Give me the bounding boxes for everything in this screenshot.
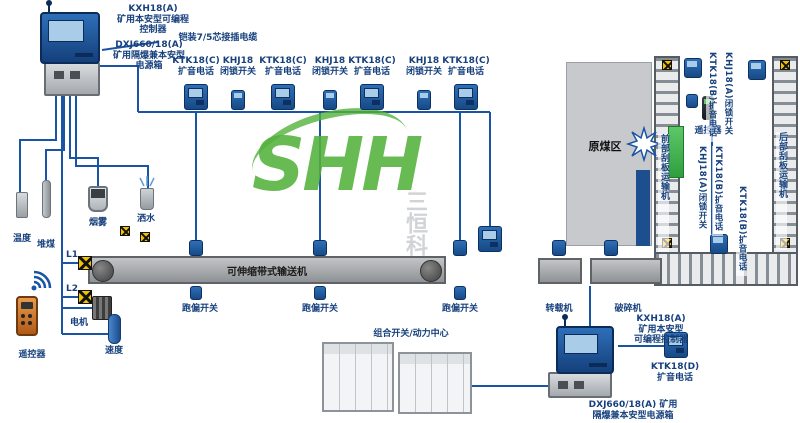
line1-label: L1 <box>66 250 78 260</box>
nozzle-hazard-icon <box>120 226 130 236</box>
power-box <box>548 372 612 398</box>
power-box-label: DXJ660/18(A) 矿用隔爆兼本安型 电源箱 <box>112 40 185 71</box>
coal-pile-label: 堆煤 <box>36 240 55 250</box>
transfer-conveyor <box>538 258 582 284</box>
lock-switch-label: KHJ18 闭锁开关 <box>405 56 442 77</box>
loudspeaker-phone-icon <box>684 58 702 78</box>
smoke-label: 烟雾 <box>88 218 107 228</box>
antenna-icon <box>562 314 568 328</box>
cable-label: 铠装7/5芯接插电缆 <box>178 33 258 43</box>
crusher-conveyor <box>590 258 662 284</box>
loudspeaker-phone-icon <box>664 332 688 358</box>
controller-label: KXH18(A) 矿用本安型可编程 控制器 <box>116 4 189 35</box>
loudspeaker-phone-icon <box>454 84 478 110</box>
phone-label: KTK18(D) 扩音电话 <box>650 362 700 383</box>
transfer-label: 转载机 <box>545 304 573 314</box>
lock-switch-label: KHJ18 闭锁开关 <box>219 56 256 77</box>
loudspeaker-phone-icon <box>184 84 208 110</box>
conveyor-hazard-icon <box>662 60 672 70</box>
loudspeaker-phone-icon <box>748 60 766 80</box>
spray-label: 洒水 <box>136 214 155 224</box>
lock-switch-icon <box>686 94 698 108</box>
lock-switch-icon <box>323 90 337 110</box>
crusher-label: 破碎机 <box>614 304 642 314</box>
programmable-controller <box>556 314 614 374</box>
phone-label-vertical: KTK18(B)扩音电话 <box>712 146 723 236</box>
lock-switch-label: KHJ18 闭锁开关 <box>311 56 348 77</box>
controller-label: KXH18(A) 矿用本安型 可编程控制器 <box>633 314 688 345</box>
coal-pile-sensor-icon <box>42 180 51 218</box>
speed-label: 速度 <box>104 346 123 356</box>
switch-cabinet <box>398 352 472 414</box>
coal-chute <box>636 170 650 246</box>
temperature-label: 温度 <box>12 234 31 244</box>
combo-center-label: 组合开关/动力中心 <box>373 329 449 339</box>
pull-station-hazard-icon <box>78 256 92 270</box>
loudspeaker-phone-icon <box>478 226 502 252</box>
phone-label-vertical: KTK18(B)扩音电话 <box>736 186 747 276</box>
blast-icon <box>626 126 662 162</box>
deviation-switch-label: 跑偏开关 <box>441 304 478 314</box>
phone-label: KTK18(C) 扩音电话 <box>172 56 220 77</box>
programmable-controller <box>40 0 100 64</box>
power-box-label: DXJ660/18(A) 矿用 隔爆兼本安型电源箱 <box>588 400 678 421</box>
belt-conveyor-label: 可伸缩带式输送机 <box>227 266 307 278</box>
deviation-switch-icon <box>190 286 202 300</box>
motor-label: 电机 <box>69 318 88 328</box>
rear-conveyor-label: 后部刮板运输机 <box>776 132 787 250</box>
pull-wire-switch-icon <box>604 240 618 256</box>
smoke-sensor-icon <box>88 186 108 212</box>
loudspeaker-phone-icon <box>271 84 295 110</box>
nozzle-hazard-icon <box>140 232 150 242</box>
pull-wire-switch-icon <box>552 240 566 256</box>
deviation-switch-icon <box>454 286 466 300</box>
conveyor-hazard-icon <box>780 60 790 70</box>
line2-label: L2 <box>66 284 78 294</box>
belt-conveyor: 可伸缩带式输送机 <box>88 256 446 284</box>
motor-icon <box>92 296 112 320</box>
pull-wire-switch-icon <box>313 240 327 256</box>
deviation-switch-label: 跑偏开关 <box>301 304 338 314</box>
lock-switch-label-vertical: KHJ18(A)闭锁开关 <box>722 52 733 142</box>
lock-switch-icon <box>231 90 245 110</box>
phone-label: KTK18(C) 扩音电话 <box>259 56 307 77</box>
lock-switch-label-vertical: KHJ18(A)闭锁开关 <box>696 146 707 236</box>
loudspeaker-phone-icon <box>360 84 384 110</box>
phone-label: KTK18(C) 扩音电话 <box>442 56 490 77</box>
remote-control-icon <box>16 296 38 336</box>
wifi-signal-icon <box>31 270 52 291</box>
front-conveyor-label: 前部刮板运输机 <box>658 134 669 252</box>
loudspeaker-phone-icon <box>710 234 728 254</box>
transfer-gate <box>668 126 684 178</box>
raw-coal-label: 原煤区 <box>588 140 622 153</box>
speed-sensor-icon <box>108 314 121 344</box>
pull-wire-switch-icon <box>453 240 467 256</box>
deviation-switch-icon <box>314 286 326 300</box>
antenna-icon <box>46 0 52 14</box>
lock-switch-icon <box>417 90 431 110</box>
remote-label: 遥控器 <box>18 350 46 360</box>
phone-label-vertical: KTK18(B)扩音电话 <box>706 52 717 142</box>
water-spray-icon <box>140 188 154 210</box>
pull-wire-switch-icon <box>189 240 203 256</box>
phone-label: KTK18(C) 扩音电话 <box>348 56 396 77</box>
temperature-sensor-icon <box>16 192 28 218</box>
power-box <box>44 62 100 96</box>
switch-cabinet <box>322 342 394 412</box>
pull-station-hazard-icon <box>78 290 92 304</box>
scraper-conveyor-section <box>654 252 798 286</box>
deviation-switch-label: 跑偏开关 <box>181 304 218 314</box>
